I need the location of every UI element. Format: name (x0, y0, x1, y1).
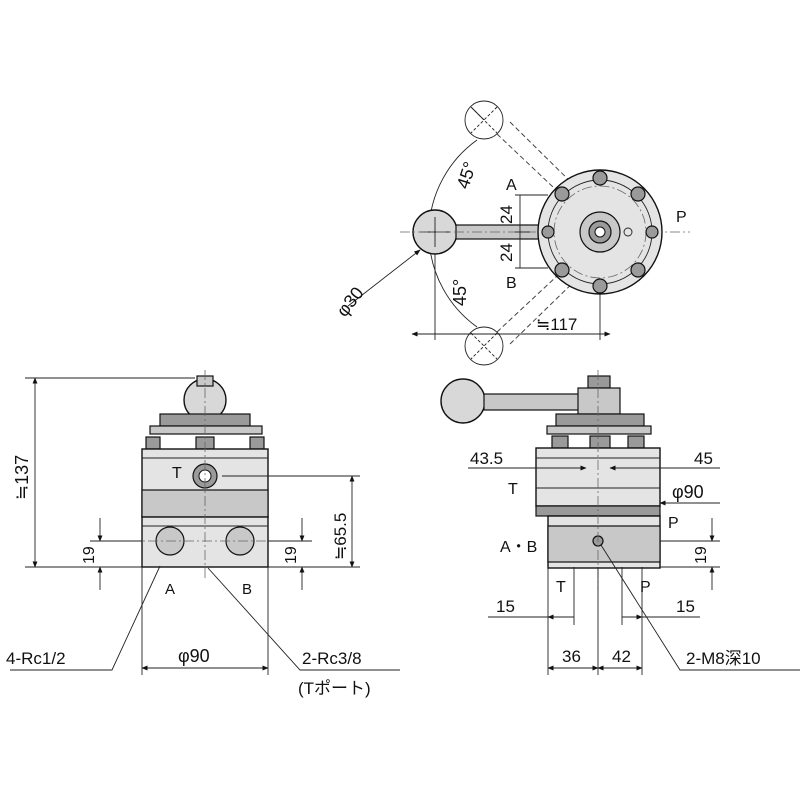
label-right-dim-45: 45 (694, 449, 713, 468)
label-right-dim-19: 19 (693, 546, 710, 564)
right-side-view (440, 370, 800, 675)
label-top-port-b: B (506, 275, 517, 292)
label-top-dim-24-upper: 24 (497, 205, 516, 224)
label-top-phi30: φ30 (332, 283, 367, 320)
left-front-view (10, 370, 400, 675)
right-handle-knob (440, 378, 486, 424)
label-top-dim-24-lower: 24 (497, 243, 516, 262)
handle-ghost-lower (464, 326, 504, 366)
handle-ghost-upper (464, 100, 504, 140)
label-top-port-p: P (676, 209, 687, 226)
label-right-port-ab: A・B (500, 539, 537, 556)
label-right-dim-15-r: 15 (676, 597, 695, 616)
top-view (347, 100, 690, 366)
label-right-dim-15-l: 15 (496, 597, 515, 616)
label-left-dim-655: ≒65.5 (331, 513, 350, 560)
label-left-port-a: A (165, 581, 175, 598)
label-right-port-t: T (508, 481, 518, 498)
label-left-port-b: B (242, 581, 252, 598)
label-top-dim-117: ≒117 (536, 315, 577, 334)
label-left-height: ≒137 (12, 455, 32, 500)
label-left-port-t: T (172, 465, 182, 482)
label-top-angle-lower: 45° (450, 279, 470, 306)
label-right-dim-36: 36 (562, 647, 581, 666)
flange-bolts (541, 170, 659, 294)
right-handle-bar (483, 393, 581, 411)
label-left-callout-rc12: 4-Rc1/2 (6, 649, 66, 668)
label-right-port-p2: P (640, 579, 651, 596)
label-right-dim-42: 42 (612, 647, 631, 666)
label-top-port-a: A (506, 177, 517, 194)
label-right-phi90: φ90 (672, 482, 704, 502)
label-left-callout-rc38: 2-Rc3/8 (302, 649, 362, 668)
label-right-port-p: P (668, 515, 679, 532)
label-left-callout-tport: (Tポート) (298, 679, 371, 698)
label-left-dim-19-r: 19 (283, 546, 300, 564)
label-right-port-t2: T (556, 579, 566, 596)
label-left-dim-19-l: 19 (81, 546, 98, 564)
label-left-phi90: φ90 (178, 646, 210, 666)
label-right-dim-435: 43.5 (470, 449, 503, 468)
label-top-angle-upper: 45° (453, 159, 480, 191)
label-right-callout-m8: 2-M8深10 (686, 649, 761, 668)
